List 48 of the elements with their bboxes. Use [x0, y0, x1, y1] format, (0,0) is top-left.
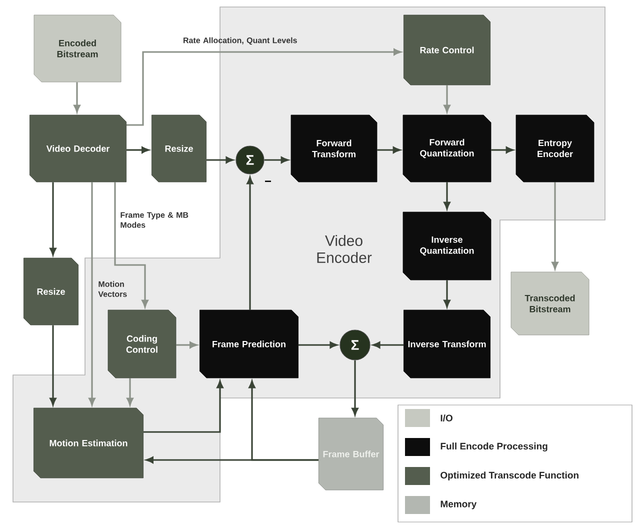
- arrow: [444, 85, 450, 112]
- process-box: Resize: [24, 258, 78, 326]
- process-box: Frame Buffer: [318, 418, 384, 490]
- process-box: Forward Quantization: [402, 114, 492, 182]
- process-box: Motion Estimation: [34, 408, 144, 478]
- process-box: Resize: [152, 114, 206, 182]
- process-box: Inverse Quantization: [402, 212, 492, 280]
- arrow: [248, 380, 318, 461]
- edge-label: Rate Allocation, Quant Levels: [184, 37, 297, 45]
- legend-label: I/O: [440, 414, 452, 422]
- process-box: Entropy Encoder: [516, 114, 594, 182]
- arrow: [126, 146, 150, 154]
- arrow: [114, 182, 148, 308]
- arrow: [444, 280, 450, 308]
- process-box: Video Decoder: [30, 114, 127, 182]
- edge-label: Frame Type & MB Modes: [120, 212, 188, 228]
- arrow: [50, 325, 56, 406]
- summing-junction: Σ: [236, 146, 264, 174]
- arrow: [372, 342, 404, 348]
- edge-label: Motion Vectors: [98, 281, 127, 297]
- legend-label: Full Encode Processing: [440, 442, 548, 452]
- legend-label: Optimized Transcode Function: [440, 472, 578, 480]
- arrow: [552, 182, 558, 270]
- process-box: Transcoded Bitstream: [510, 272, 590, 336]
- arrow: [246, 176, 254, 310]
- arrow: [176, 342, 198, 348]
- legend-label: Memory: [440, 500, 477, 510]
- arrow: [144, 380, 224, 433]
- arrow: [298, 342, 338, 348]
- arrow: [74, 82, 80, 112]
- process-box: Forward Transform: [290, 114, 378, 182]
- process-box: Encoded Bitstream: [34, 14, 122, 82]
- arrow: [264, 156, 288, 164]
- arrow: [444, 182, 450, 210]
- minus-sign: −: [265, 180, 271, 182]
- arrow: [88, 182, 96, 406]
- arrow: [126, 378, 134, 406]
- arrow: [126, 48, 402, 126]
- arrow: [50, 182, 56, 256]
- arrow: [491, 146, 514, 154]
- process-box: Rate Control: [404, 14, 490, 86]
- arrow: [352, 360, 358, 416]
- arrow: [206, 156, 234, 164]
- process-box: Coding Control: [108, 310, 176, 378]
- summing-junction: Σ: [340, 330, 370, 360]
- arrow: [377, 146, 400, 154]
- process-box: Inverse Transform: [404, 310, 490, 378]
- process-box: Frame Prediction: [200, 310, 298, 378]
